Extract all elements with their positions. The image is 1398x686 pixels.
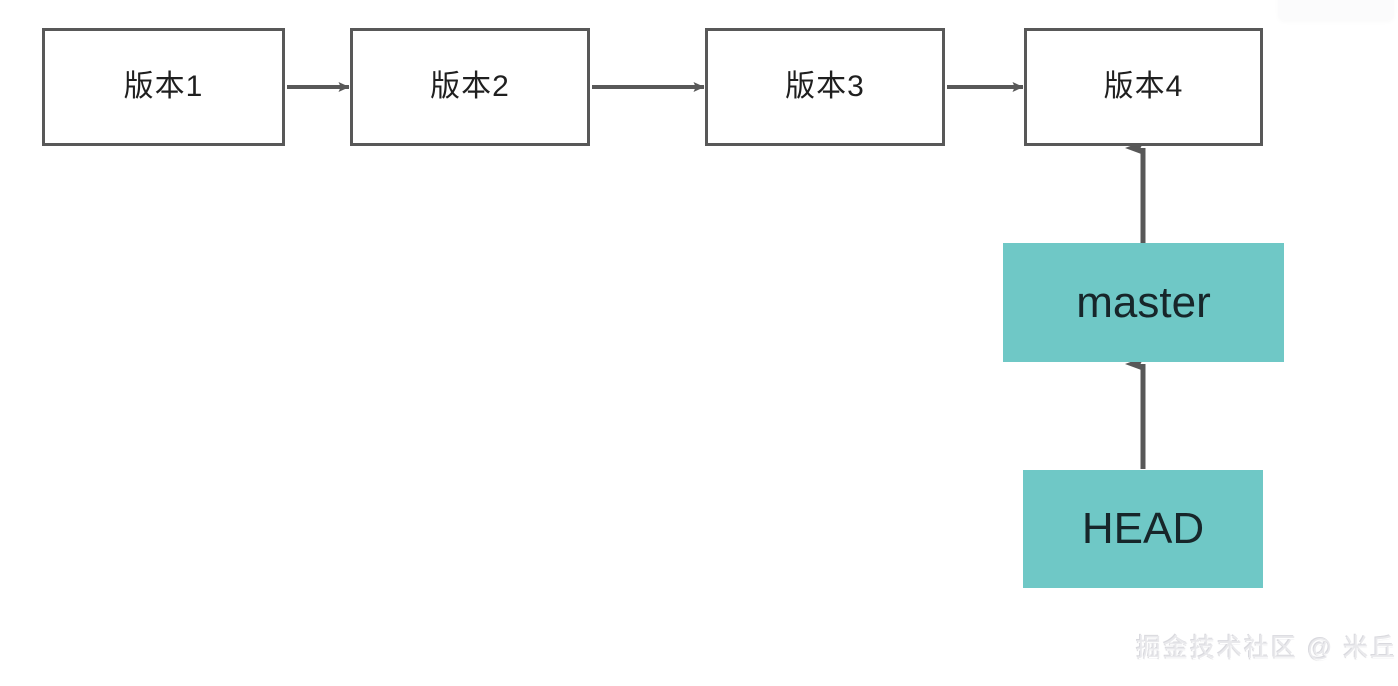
pointer-label-head: HEAD xyxy=(1081,504,1205,553)
watermark-text: 掘金技术社区 @ 米丘 xyxy=(1136,634,1398,662)
commit-label-version2: 版本2 xyxy=(430,70,510,103)
corner-ghost-artifact xyxy=(1278,0,1394,20)
commit-node-version3[interactable]: 版本3 xyxy=(705,28,945,146)
commit-node-version2[interactable]: 版本2 xyxy=(350,28,590,146)
commit-node-version1[interactable]: 版本1 xyxy=(42,28,285,146)
commit-node-version4[interactable]: 版本4 xyxy=(1024,28,1263,146)
commit-label-version4: 版本4 xyxy=(1103,70,1184,103)
branch-label-master: master xyxy=(1076,277,1211,327)
branch-node-master[interactable]: master xyxy=(1003,243,1284,362)
commit-label-version3: 版本3 xyxy=(785,70,865,103)
commit-label-version1: 版本1 xyxy=(123,70,204,103)
pointer-node-head[interactable]: HEAD xyxy=(1023,470,1263,588)
